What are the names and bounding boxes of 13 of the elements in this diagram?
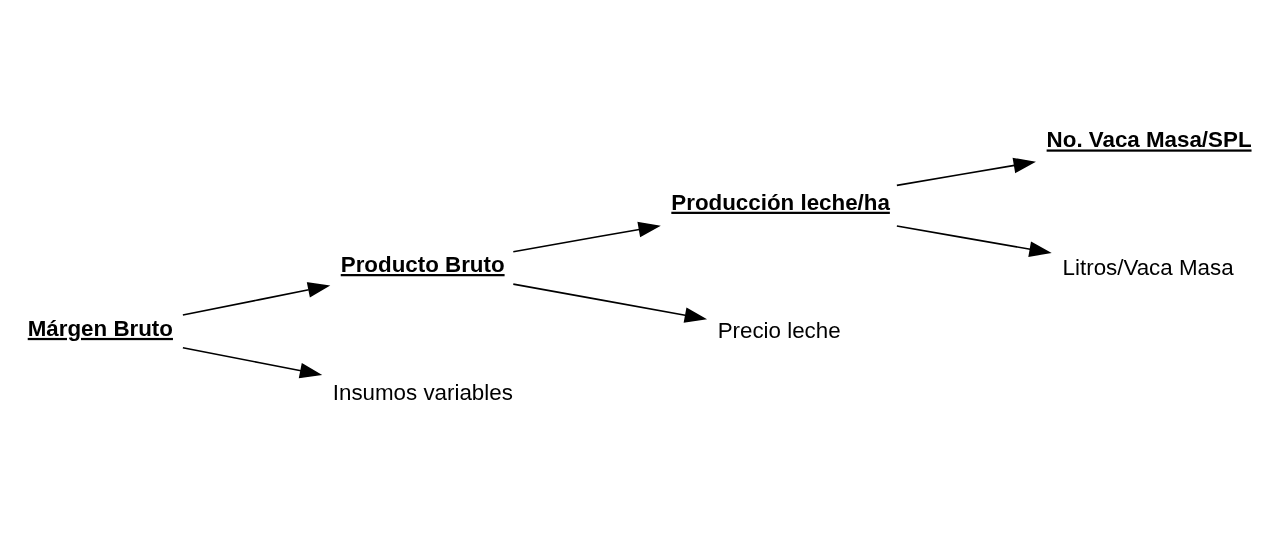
node-text: No. Vaca Masa/SPL xyxy=(1046,126,1252,152)
node-text: Litros/Vaca Masa xyxy=(1062,254,1234,280)
node-text: Insumos variables xyxy=(332,379,513,405)
node-text: Precio leche xyxy=(717,316,841,342)
arrow xyxy=(182,281,331,316)
arrow xyxy=(512,221,661,252)
arrow xyxy=(896,224,1052,257)
node-text: Producto Bruto xyxy=(340,251,505,277)
node-text: Producción leche/ha xyxy=(671,189,890,215)
node-text: Márgen Bruto xyxy=(27,315,173,341)
arrow xyxy=(896,157,1036,186)
arrow xyxy=(182,346,323,378)
arrow xyxy=(512,282,708,323)
